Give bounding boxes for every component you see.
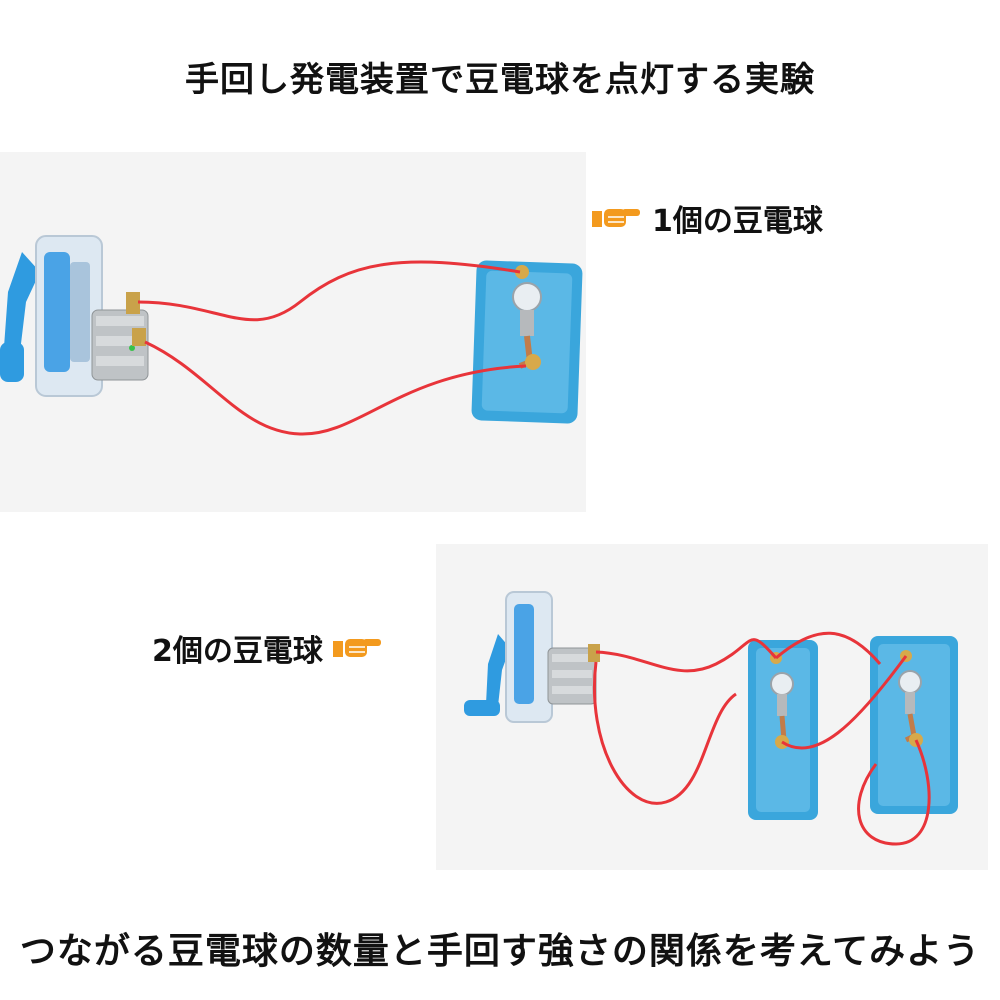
single-bulb-label: 1個の豆電球 bbox=[592, 196, 823, 240]
photo-two-bulb-circuit bbox=[436, 544, 988, 870]
two-bulbs-label: 2個の豆電球 bbox=[152, 626, 383, 670]
single-bulb-label-text: 1個の豆電球 bbox=[652, 204, 823, 239]
two-bulbs-label-text: 2個の豆電球 bbox=[152, 634, 323, 669]
pointing-hand-right-icon bbox=[332, 635, 383, 661]
photo-single-bulb-circuit bbox=[0, 152, 586, 512]
page-title: 手回し発電装置で豆電球を点灯する実験 bbox=[185, 60, 815, 100]
pointing-hand-right-icon bbox=[592, 205, 642, 231]
bottom-caption: つながる豆電球の数量と手回す強さの関係を考えてみよう bbox=[19, 931, 981, 972]
